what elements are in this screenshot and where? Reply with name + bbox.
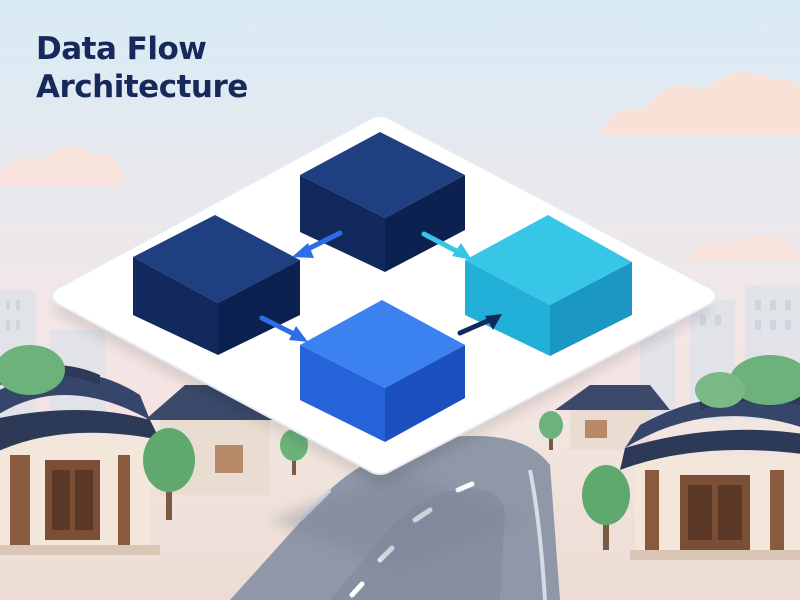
flow-arrow — [292, 230, 343, 258]
block-right — [465, 215, 632, 356]
cloud-icon — [0, 146, 125, 185]
hanok-house-icon — [0, 365, 160, 555]
cloud-icon — [600, 72, 800, 135]
title-line-1: Data Flow — [36, 31, 207, 67]
title-line-2: Architecture — [36, 69, 248, 105]
block-bottom — [300, 300, 465, 442]
tree-icon — [0, 345, 800, 408]
page-title: Data Flow Architecture — [36, 30, 296, 106]
house-building — [555, 385, 670, 450]
flow-arrow — [421, 231, 472, 260]
cloud-icon — [690, 235, 800, 260]
flow-arrow — [457, 314, 502, 336]
tree-icon — [582, 465, 630, 550]
block-left — [133, 215, 300, 355]
tree-icon — [539, 411, 563, 450]
tree-icon — [143, 428, 195, 520]
flow-arrow — [259, 315, 308, 342]
block-top — [300, 132, 465, 272]
platform-shadow — [270, 470, 520, 570]
